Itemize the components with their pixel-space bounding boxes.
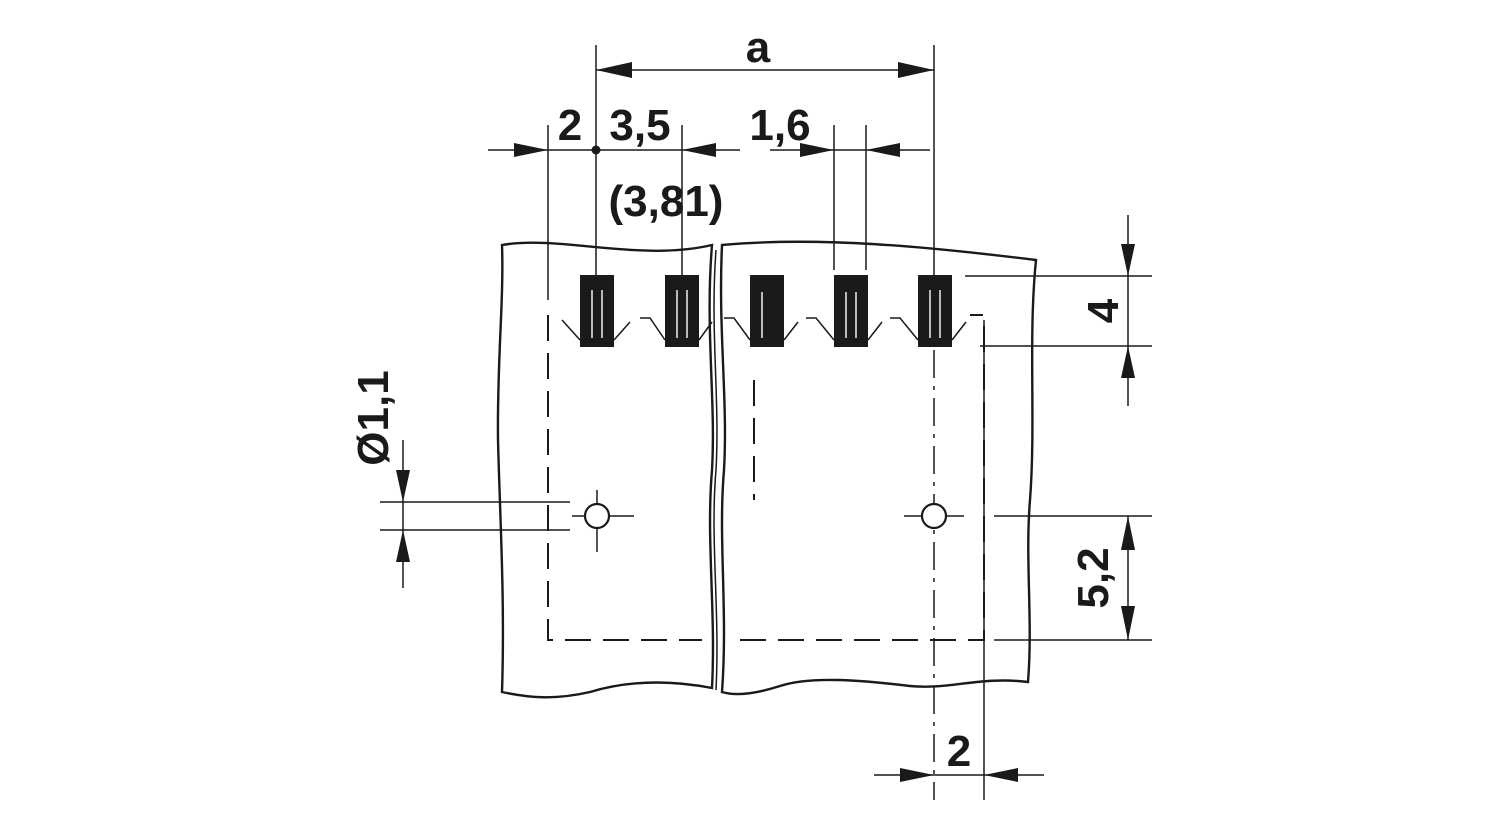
mounting-hole-right xyxy=(904,502,964,530)
dimension-row-height: 4 xyxy=(965,215,1152,406)
pin-row xyxy=(561,275,967,347)
board-left-outline xyxy=(496,241,715,699)
dimension-pin-width: 1,6 xyxy=(749,101,930,157)
dimension-edge-label: 2 xyxy=(558,101,582,150)
pin-centerlines xyxy=(547,45,985,800)
pin-5 xyxy=(890,275,967,347)
dimension-bottom-offset: 2 xyxy=(874,727,1044,782)
pin-3 xyxy=(724,275,799,347)
dimension-a: a xyxy=(596,23,934,78)
pin-2 xyxy=(640,275,713,347)
mounting-hole-left xyxy=(572,490,634,552)
footprint-outline-right xyxy=(740,314,985,641)
dimension-bottom-offset-label: 2 xyxy=(947,727,971,776)
pin-4 xyxy=(806,275,883,347)
dimension-hole-offset-label: 5,2 xyxy=(1069,547,1118,608)
dimension-edge-and-pitch: 2 3,5 (3,81) xyxy=(488,101,740,226)
board-right-outline xyxy=(719,240,1038,696)
dimension-pin-width-label: 1,6 xyxy=(749,101,810,150)
dimension-pitch-alt-label: (3,81) xyxy=(609,177,724,226)
pin-1 xyxy=(561,275,631,347)
dimension-row-height-label: 4 xyxy=(1079,298,1128,323)
dimension-pitch-label: 3,5 xyxy=(609,101,670,150)
board-break-line xyxy=(713,249,718,691)
footprint-outline-left xyxy=(547,315,702,641)
dimension-hole-diameter-label: Ø1,1 xyxy=(349,370,398,465)
dimension-hole-diameter: Ø1,1 xyxy=(349,370,570,588)
dimension-a-label: a xyxy=(746,23,771,72)
dimension-hole-offset: 5,2 xyxy=(994,515,1152,641)
